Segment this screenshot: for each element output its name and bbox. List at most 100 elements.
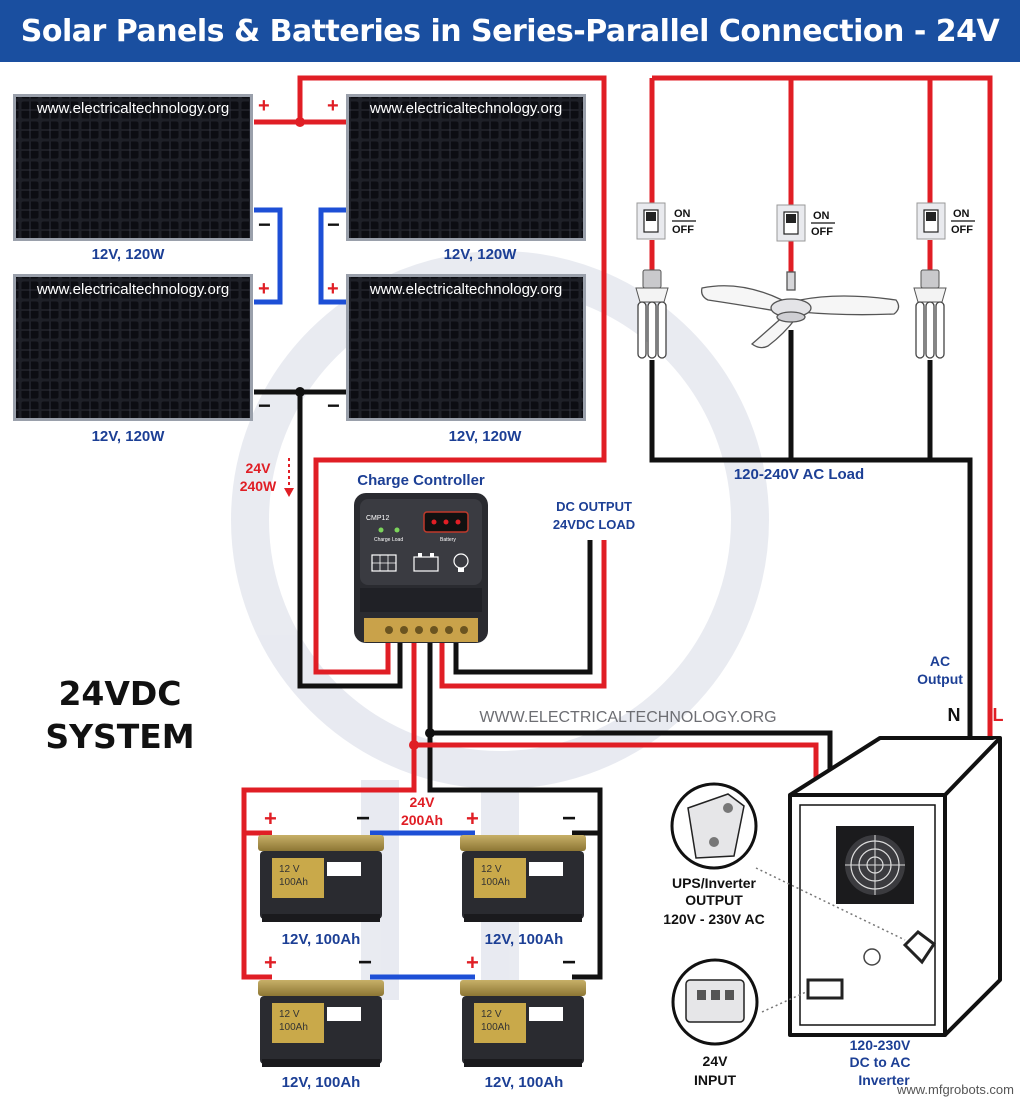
dc-load-wire	[439, 540, 607, 689]
battery-face-capacity: 100Ah	[279, 877, 308, 888]
charge-controller: CMP12 Charge Load Battery	[354, 493, 488, 643]
minus-terminal: −	[562, 805, 576, 832]
charge-controller-label: Charge Controller	[357, 472, 485, 489]
solar-panel: www.electricaltechnology.org	[346, 274, 586, 421]
plus-terminal: +	[327, 278, 339, 300]
switch-off-label: OFF	[951, 224, 973, 236]
minus-terminal: −	[358, 949, 372, 976]
minus-terminal: −	[562, 949, 576, 976]
controller-model: CMP12	[366, 515, 389, 522]
panel-watermark: www.electricaltechnology.org	[36, 281, 229, 298]
cfl-bulb-icon	[635, 269, 669, 359]
ceiling-fan-icon	[700, 271, 900, 349]
plus-terminal: +	[466, 806, 479, 831]
dc-input-label-line2: INPUT	[694, 1072, 736, 1088]
plus-terminal: +	[258, 95, 270, 117]
ac-load-label: 120-240V AC Load	[734, 466, 864, 483]
ac-output-label: AC	[930, 653, 950, 669]
battery-face-voltage: 12 V	[481, 864, 502, 875]
battery-label: 12V, 100Ah	[485, 1074, 564, 1091]
ac-output-label-line2: Output	[917, 671, 963, 687]
inverter-label-line3: Inverter	[858, 1072, 910, 1088]
minus-terminal: −	[327, 212, 340, 237]
ac-socket-icon	[902, 930, 937, 965]
controller-battery-text: Battery	[440, 537, 456, 543]
battery: 12 V 100Ah	[460, 835, 586, 922]
battery: 12 V 100Ah	[460, 980, 586, 1067]
controller-charge-text: Charge	[374, 537, 391, 543]
cfl-bulb-icon	[913, 269, 947, 359]
panel-watermark: www.electricaltechnology.org	[36, 100, 229, 117]
cooling-fan-icon	[836, 826, 914, 904]
panel-watermark: www.electricaltechnology.org	[369, 281, 562, 298]
current-arrow-icon	[284, 458, 294, 497]
minus-terminal: −	[258, 393, 271, 418]
breaker-icon	[863, 948, 881, 966]
switch-on-label: ON	[674, 208, 691, 220]
battery-series-link	[370, 830, 475, 980]
minus-terminal: −	[258, 212, 271, 237]
battery-bank-capacity: 200Ah	[401, 812, 443, 828]
pv-power-label: 240W	[240, 478, 277, 494]
battery: 12 V 100Ah	[258, 980, 384, 1067]
battery-face-capacity: 100Ah	[481, 877, 510, 888]
battery-face-capacity: 100Ah	[481, 1022, 510, 1033]
ups-output-label-line2: OUTPUT	[685, 892, 743, 908]
battery-bank-voltage: 24V	[410, 794, 436, 810]
switch-on-label: ON	[813, 210, 830, 222]
footer-watermark: www.mfgrobots.com	[896, 1082, 1014, 1097]
battery-face-voltage: 12 V	[279, 1009, 300, 1020]
plus-terminal: +	[264, 950, 277, 975]
battery-label: 12V, 100Ah	[485, 931, 564, 948]
panel-label: 12V, 120W	[444, 246, 518, 263]
solar-panel: www.electricaltechnology.org	[13, 274, 253, 421]
panel-watermark: www.electricaltechnology.org	[369, 100, 562, 117]
wall-switch[interactable]	[916, 202, 946, 240]
dc-input-socket-illustration-icon	[671, 958, 759, 1046]
ups-output-label: UPS/Inverter	[672, 875, 757, 891]
minus-terminal: −	[356, 805, 370, 832]
battery-face-voltage: 12 V	[481, 1009, 502, 1020]
center-watermark: WWW.ELECTRICALTECHNOLOGY.ORG	[479, 709, 776, 726]
battery-negative-wire	[427, 640, 603, 980]
live-label: L	[993, 705, 1004, 725]
system-label-line2: SYSTEM	[45, 717, 194, 756]
wall-switch[interactable]	[776, 204, 806, 242]
solar-panel: www.electricaltechnology.org	[346, 94, 586, 241]
battery-face-voltage: 12 V	[279, 864, 300, 875]
panel-label: 12V, 120W	[92, 246, 166, 263]
dc-output-label: DC OUTPUT	[556, 499, 632, 514]
controller-load-text: Load	[392, 537, 403, 543]
inverter-label: 120-230V	[850, 1037, 911, 1053]
page-title: Solar Panels & Batteries in Series-Paral…	[20, 13, 1000, 49]
neutral-label: N	[948, 705, 961, 725]
wall-switch[interactable]	[636, 202, 666, 240]
battery-icon	[413, 553, 439, 572]
dc-input-socket-icon	[806, 978, 844, 1000]
plus-terminal: +	[466, 950, 479, 975]
battery-face-capacity: 100Ah	[279, 1022, 308, 1033]
panel-series-link	[254, 207, 346, 305]
junction-dot	[425, 728, 435, 738]
ups-output-voltage: 120V - 230V AC	[663, 911, 764, 927]
pv-voltage-label: 24V	[246, 460, 272, 476]
bulb-icon	[453, 553, 469, 572]
title-bar: Solar Panels & Batteries in Series-Paral…	[0, 0, 1020, 62]
junction-dot	[295, 117, 305, 127]
battery-label: 12V, 100Ah	[282, 1074, 361, 1091]
battery-label: 12V, 100Ah	[282, 931, 361, 948]
inverter-label-line2: DC to AC	[850, 1054, 911, 1070]
plus-terminal: +	[264, 806, 277, 831]
panel-label: 12V, 120W	[92, 428, 166, 445]
ups-output-socket-icon	[670, 782, 758, 870]
minus-terminal: −	[327, 393, 340, 418]
switch-off-label: OFF	[811, 226, 833, 238]
switch-off-label: OFF	[672, 224, 694, 236]
battery: 12 V 100Ah	[258, 835, 384, 922]
dc-output-load-label: 24VDC LOAD	[553, 517, 635, 532]
system-label-line1: 24VDC	[58, 674, 181, 713]
junction-dot	[409, 740, 419, 750]
switch-on-label: ON	[953, 208, 970, 220]
dc-input-label: 24V	[703, 1053, 729, 1069]
